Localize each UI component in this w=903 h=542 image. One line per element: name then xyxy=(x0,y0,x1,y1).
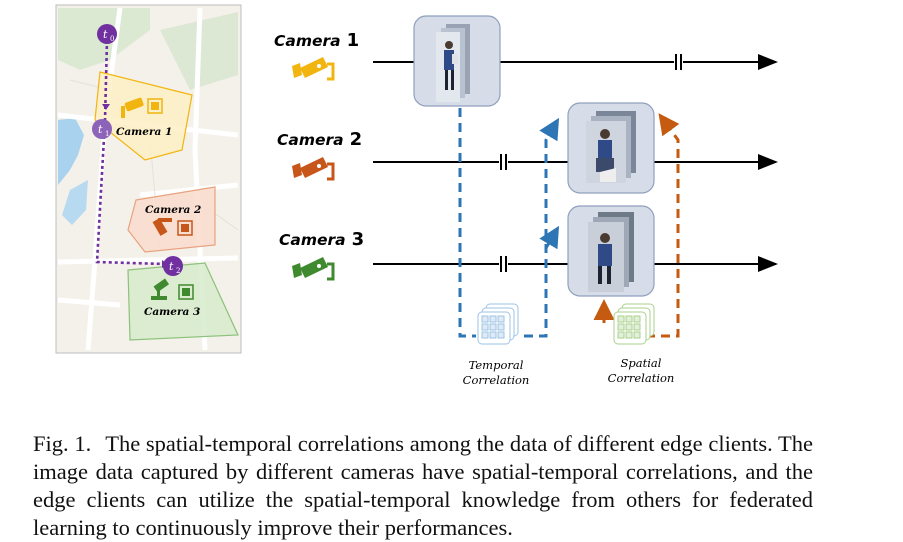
temporal-correlation-icon xyxy=(477,303,519,345)
camera3-map-icon xyxy=(151,278,194,300)
temporal-label-line2: Correlation xyxy=(463,373,530,387)
image-stack-camera2 xyxy=(567,102,655,194)
spatial-label-line2: Correlation xyxy=(608,371,675,385)
camera2-icon xyxy=(292,157,335,181)
svg-text:t: t xyxy=(98,123,103,136)
time-marker-t1: t 1 xyxy=(92,119,112,139)
svg-text:2: 2 xyxy=(176,267,180,275)
svg-text:t: t xyxy=(169,260,174,273)
figure: t 0 t 1 t 2 Camera 1 Camera 2 xyxy=(55,4,778,387)
map-panel: t 0 t 1 t 2 Camera 1 Camera 2 xyxy=(55,4,242,354)
image-stack-camera1 xyxy=(413,15,501,107)
spatial-label-line1: Spatial xyxy=(621,356,662,370)
temporal-label-line1: Temporal xyxy=(469,358,524,372)
spatial-correlation-path xyxy=(593,113,680,338)
figure-caption: Fig. 1.The spatial-temporal correlations… xyxy=(33,430,813,542)
image-stack-camera3 xyxy=(567,205,655,297)
camera3-icon xyxy=(292,257,335,281)
time-marker-t2: t 2 xyxy=(163,256,183,276)
svg-text:t: t xyxy=(103,28,108,41)
camera1-map-icon xyxy=(121,97,163,118)
camera2-map-icon xyxy=(152,218,193,236)
svg-text:1: 1 xyxy=(105,130,109,138)
camera1-icon xyxy=(292,57,335,81)
camera1-zone xyxy=(94,71,193,161)
caption-number: Fig. 1. xyxy=(33,431,92,456)
figure-canvas: t 0 t 1 t 2 Camera 1 Camera 2 xyxy=(55,4,778,387)
camera1-map-label: Camera 1 xyxy=(116,126,172,138)
spatial-correlation-icon xyxy=(613,303,655,345)
trajectory-path xyxy=(95,39,166,266)
svg-text:0: 0 xyxy=(110,35,114,43)
temporal-correlation-path xyxy=(458,108,560,338)
camera3-map-label: Camera 3 xyxy=(144,306,200,318)
camera2-map-label: Camera 2 xyxy=(145,204,201,216)
caption-text: The spatial-temporal correlations among … xyxy=(33,431,813,540)
time-marker-t0: t 0 xyxy=(97,24,117,44)
